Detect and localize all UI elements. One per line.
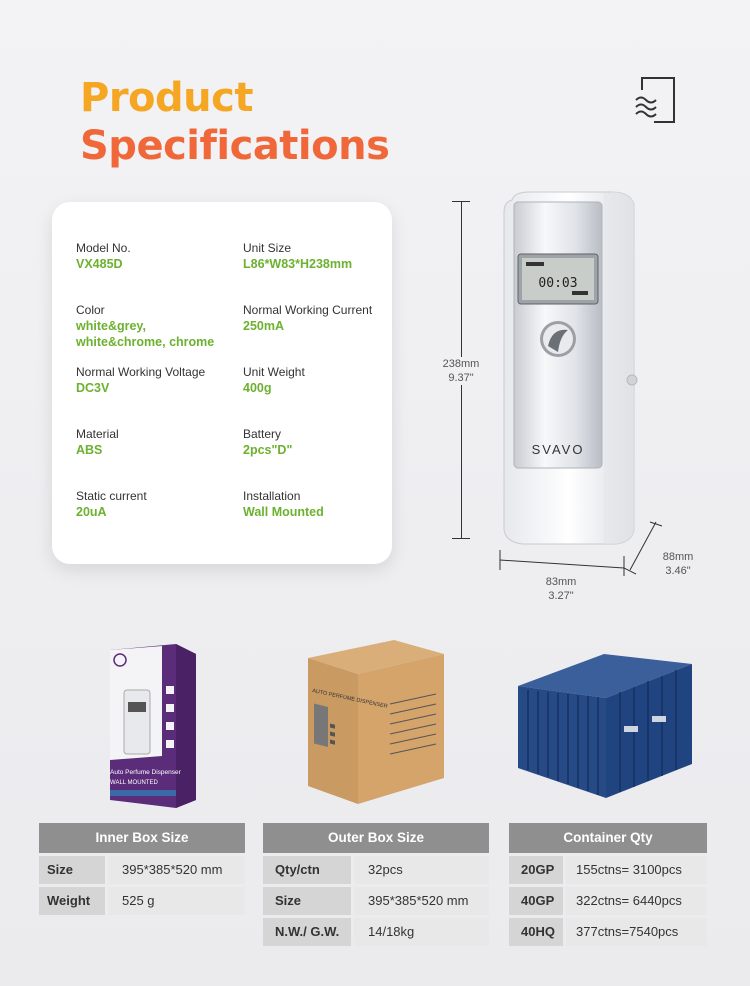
table-key: Qty/ctn [263,856,351,884]
outer-box-header: Outer Box Size [263,823,489,853]
inner-box-table: Inner Box Size Size 395*385*520 mm Weigh… [39,823,245,915]
inner-box-print: Auto Perfume Dispenser [110,769,182,776]
spec-battery: Battery 2pcs"D" [243,426,292,458]
table-value: 377ctns=7540pcs [566,918,707,946]
inner-box-print-sub: WALL MOUNTED [110,780,159,786]
height-dimension-cap-top [452,201,470,202]
spec-value: Wall Mounted [243,505,324,519]
spec-label: Color [76,303,105,317]
table-value: 155ctns= 3100pcs [566,856,707,884]
table-key: 20GP [509,856,563,884]
spec-label: Unit Weight [243,365,305,379]
table-value: 525 g [108,887,245,915]
spec-label: Material [76,427,119,441]
spec-card: Model No. VX485D Unit Size L86*W83*H238m… [52,202,392,564]
inner-box-header: Inner Box Size [39,823,245,853]
spec-label: Normal Working Voltage [76,365,206,379]
table-value: 14/18kg [354,918,489,946]
table-key: Size [39,856,105,884]
height-in: 9.37" [448,372,474,384]
shipping-container-image [518,654,692,798]
spec-current: Normal Working Current 250mA [243,302,372,334]
spec-label: Static current [76,489,147,503]
table-row: Size 395*385*520 mm [39,856,245,884]
height-dimension-cap-bottom [452,538,470,539]
spec-label: Unit Size [243,241,292,255]
device-brand: SVAVO [532,442,585,457]
spec-value: 2pcs"D" [243,443,293,457]
table-key: 40HQ [509,918,563,946]
brand-logo-icon [635,77,675,123]
table-value: 322ctns= 6440pcs [566,887,707,915]
spec-value: 250mA [243,319,284,333]
table-key: Size [263,887,351,915]
dispenser-device: 00:03 SVAVO [503,191,638,545]
inner-box-image: Auto Perfume Dispenser WALL MOUNTED [110,644,196,808]
spec-installation: Installation Wall Mounted [243,488,324,520]
table-row: N.W./ G.W. 14/18kg [263,918,489,946]
depth-in: 3.46" [665,565,691,577]
title-line-1: Product [80,75,253,121]
table-row: 20GP 155ctns= 3100pcs [509,856,707,884]
spec-value: white&chrome, chrome [76,335,215,349]
spec-label: Installation [243,489,301,503]
table-key: Weight [39,887,105,915]
width-dimension-line [499,550,625,576]
title-line-2: Specifications [80,123,390,169]
table-row: Size 395*385*520 mm [263,887,489,915]
page-title: Product Specifications [80,74,390,170]
width-mm: 83mm [545,576,577,588]
table-row: Weight 525 g [39,887,245,915]
table-value: 395*385*520 mm [108,856,245,884]
spec-color: Color white&grey, white&chrome, chrome [76,302,214,350]
spec-value: DC3V [76,381,110,395]
spec-value: VX485D [76,257,123,271]
width-dimension-label: 83mm 3.27" [533,575,589,603]
spec-value: 20uA [76,505,107,519]
height-mm: 238mm [442,358,480,370]
table-value: 395*385*520 mm [354,887,489,915]
spec-label: Model No. [76,241,131,255]
depth-dimension-label: 88mm 3.46" [656,550,700,578]
spec-label: Battery [243,427,282,441]
table-key: 40GP [509,887,563,915]
table-row: 40GP 322ctns= 6440pcs [509,887,707,915]
spec-model: Model No. VX485D [76,240,131,272]
spec-label: Normal Working Current [243,303,373,317]
container-qty-header: Container Qty [509,823,707,853]
container-qty-table: Container Qty 20GP 155ctns= 3100pcs 40GP… [509,823,707,946]
spec-voltage: Normal Working Voltage DC3V [76,364,205,396]
table-value: 32pcs [354,856,489,884]
spec-weight: Unit Weight 400g [243,364,305,396]
spec-unit-size: Unit Size L86*W83*H238mm [243,240,352,272]
depth-dimension-line [624,521,663,575]
depth-mm: 88mm [662,551,694,563]
spec-value: white&grey, [76,319,146,333]
spec-static-current: Static current 20uA [76,488,147,520]
lcd-time: 00:03 [538,276,577,291]
height-dimension-label: 238mm 9.37" [432,357,490,385]
spec-material: Material ABS [76,426,119,458]
table-row: Qty/ctn 32pcs [263,856,489,884]
table-row: 40HQ 377ctns=7540pcs [509,918,707,946]
outer-box-table: Outer Box Size Qty/ctn 32pcs Size 395*38… [263,823,489,946]
table-key: N.W./ G.W. [263,918,351,946]
outer-carton-image: AUTO PERFUME DISPENSER [308,640,444,804]
spec-value: ABS [76,443,103,457]
spec-value: L86*W83*H238mm [243,257,353,271]
spec-value: 400g [243,381,272,395]
width-in: 3.27" [548,590,574,602]
